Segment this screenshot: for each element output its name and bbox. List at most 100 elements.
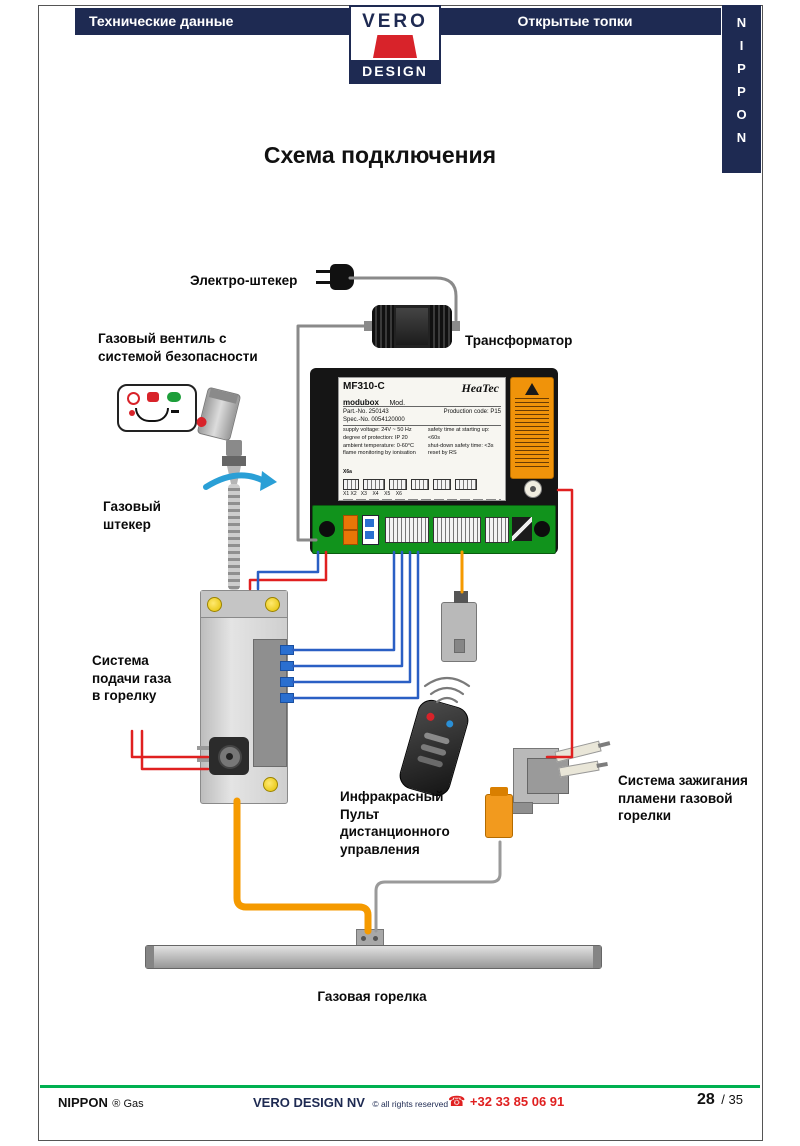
gas-plug-top-connector: [226, 440, 242, 456]
connector-bolt: [373, 936, 378, 941]
footer-company: VERO DESIGN NV © all rights reserved: [253, 1094, 448, 1112]
transformer-core: [396, 308, 428, 345]
label-burner: Газовая горелка: [317, 989, 427, 1004]
valve-fitting-red-dot: [195, 415, 208, 429]
gas-plug-assembly: [214, 440, 258, 592]
gas-valve-safety-panel-icon: [117, 384, 197, 432]
remote-button-bar: [423, 731, 451, 745]
remote-red-button: [425, 711, 436, 722]
gas-burner-bar: [145, 945, 602, 969]
transformer-gland: [451, 321, 460, 331]
logo-design-text: DESIGN: [351, 60, 439, 82]
assembly-terminal-block: [253, 639, 287, 767]
knob-center-dot: [226, 753, 233, 760]
logo-red-flag-icon: [373, 35, 417, 58]
gas-supply-assembly: [197, 590, 294, 804]
burner-end-cap: [146, 946, 154, 968]
strip-screw-icon: [534, 521, 550, 537]
footer-brand-suffix: ® Gas: [112, 1098, 144, 1110]
orange-valve-cap: [490, 787, 508, 796]
blue-connector-stub: [280, 693, 294, 703]
ignition-knob: [197, 737, 249, 775]
gas-plug-collar: [222, 456, 246, 466]
unit-spec-no: Spec.-No. 0054120000: [343, 417, 405, 424]
footer-rights: © all rights reserved: [372, 1099, 449, 1109]
transformer: [364, 305, 460, 348]
unit-production-code: Production code: P15: [443, 409, 501, 415]
strip-screw-icon: [319, 521, 335, 537]
warning-triangle-icon: [525, 383, 539, 395]
panel-green-button: [167, 392, 181, 402]
remote-button-bar: [416, 754, 444, 768]
page-number-total: / 35: [721, 1092, 743, 1107]
ignition-electrode: [554, 740, 611, 763]
knob-pin: [197, 758, 209, 762]
remote-button-bar: [420, 743, 447, 757]
strip-diagonal-block: [512, 517, 532, 541]
label-gas-supply: Система подачи газа в горелку: [92, 653, 172, 704]
footer-phone: ☎ +32 33 85 06 91: [448, 1093, 564, 1111]
heatec-brand-logo: HeaTec: [461, 381, 499, 395]
warning-sticker: [510, 377, 554, 479]
terminal-comb-icon: [433, 478, 451, 490]
strip-orange-connector: [343, 515, 358, 545]
terminal-comb-icon: [411, 478, 429, 490]
footer-brand: NIPPON ® Gas: [58, 1094, 144, 1112]
panel-dial-dot: [129, 410, 135, 416]
label-divider: [343, 425, 501, 427]
transformer-gland: [364, 321, 373, 331]
label-gas-valve-safety: Газовый вентиль с системой безопасности: [98, 331, 258, 364]
header-left-tab: Технические данные: [89, 13, 234, 29]
header-right-tab: Открытые топки: [517, 13, 633, 29]
panel-dial-tick: [171, 410, 179, 413]
connector-bolt: [361, 936, 366, 941]
phone-number: +32 33 85 06 91: [469, 1094, 565, 1109]
unit-mod: Mod.: [389, 400, 406, 407]
terminal-strip: [312, 505, 556, 554]
fine-print-lines: [343, 498, 501, 500]
transformer-rib: [430, 305, 452, 348]
unit-terminal-row-labels: X1 X2 X3 X4 X5 X6: [343, 490, 402, 497]
gas-plug-cone: [227, 466, 241, 484]
ignition-orange-valve: [485, 787, 513, 838]
plug-prong: [316, 270, 332, 273]
blue-connector-stub: [280, 661, 294, 671]
plug-prong: [316, 281, 332, 284]
page-number-current: 28: [697, 1091, 715, 1108]
strip-terminal-comb: [385, 517, 429, 543]
page-border-frame: [38, 5, 763, 1141]
unit-spec-left: supply voltage: 24V ~ 50 Hz degree of pr…: [343, 427, 416, 457]
terminal-comb-icon: [363, 478, 385, 490]
sensor-slot: [454, 639, 465, 653]
plug-body: [330, 264, 354, 290]
control-unit-spec-label: MF310-C modubox Mod. HeaTec Part.-No. 25…: [338, 377, 506, 501]
nippon-vertical-text: NIPPON: [734, 15, 749, 153]
logo-vero-text: VERO: [362, 11, 428, 32]
ignition-assembly: [483, 738, 611, 844]
vero-design-logo: VERO DESIGN: [349, 5, 441, 84]
footer-green-line: [40, 1085, 760, 1088]
label-remote: Инфракрасный Пульт дистанционного управл…: [340, 789, 450, 857]
panel-dial-arc-icon: [135, 408, 169, 422]
bolt-yellow: [263, 777, 278, 792]
unit-terminal-group-label: X6a: [343, 468, 352, 475]
warning-text-lines: [515, 398, 549, 468]
panel-red-ring-button: [127, 392, 140, 405]
label-transformer: Трансформатор: [465, 333, 573, 348]
blue-connector-stub: [280, 645, 294, 655]
label-gas-plug: Газовый штекер: [103, 499, 161, 532]
reset-button-dot: [530, 486, 536, 492]
label-electric-plug: Электро-штекер: [190, 273, 298, 288]
sensor-box: [441, 591, 477, 662]
phone-icon: ☎: [448, 1093, 466, 1109]
label-divider: [343, 406, 501, 407]
bolt-yellow: [207, 597, 222, 612]
unit-series: modubox: [343, 398, 379, 407]
gas-plug-flex-hose: [228, 484, 240, 590]
panel-red-button: [147, 392, 159, 402]
terminal-comb-icon: [455, 478, 477, 490]
strip-terminal-comb: [485, 517, 509, 543]
bolt-yellow: [265, 597, 280, 612]
footer-brand-name: NIPPON: [58, 1095, 108, 1110]
terminal-comb-icon: [343, 478, 359, 490]
